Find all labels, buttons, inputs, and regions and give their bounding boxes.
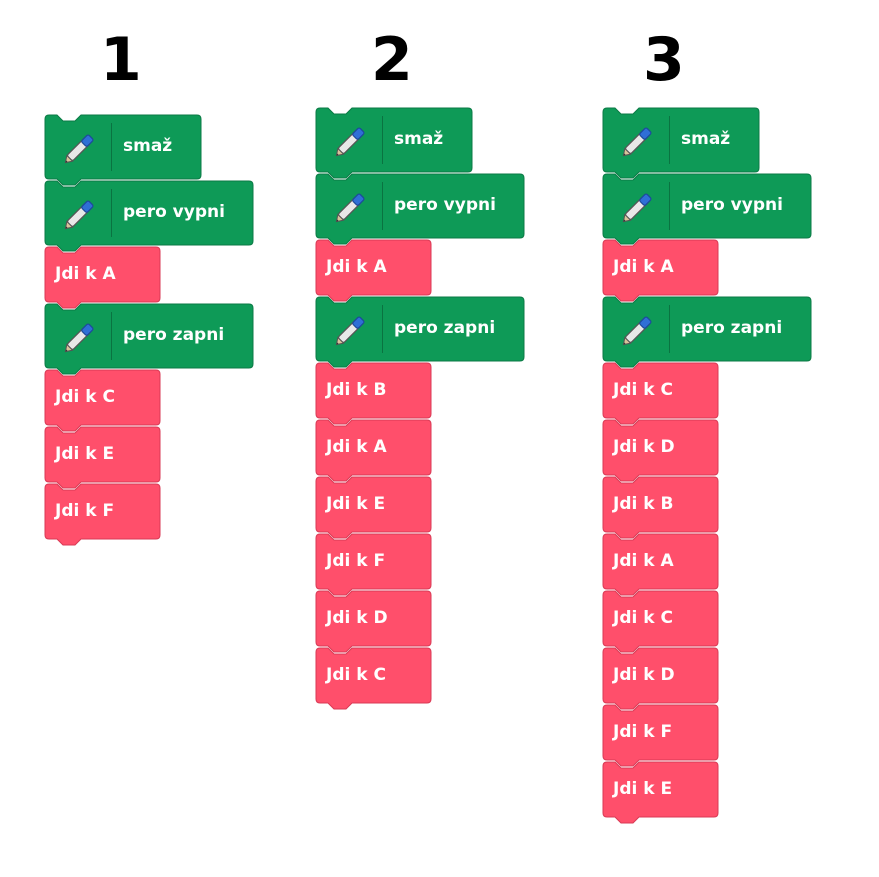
- motion-block-label: Jdi k B: [613, 493, 674, 514]
- motion-block-label: Jdi k F: [613, 721, 673, 742]
- pen-block[interactable]: pero zapni: [315, 296, 525, 368]
- motion-block-label: Jdi k D: [613, 664, 675, 685]
- block-separator: [382, 116, 383, 164]
- column-number-3: 3: [643, 25, 685, 95]
- motion-block[interactable]: Jdi k E: [315, 476, 432, 539]
- motion-block[interactable]: Jdi k F: [315, 533, 432, 596]
- motion-block[interactable]: Jdi k C: [315, 647, 432, 710]
- motion-block-label: Jdi k F: [326, 550, 386, 571]
- motion-block-label: Jdi k A: [613, 256, 674, 277]
- motion-block-label: Jdi k C: [55, 386, 115, 407]
- motion-block[interactable]: Jdi k A: [602, 239, 719, 302]
- motion-block-label: Jdi k A: [326, 256, 387, 277]
- motion-block-label: Jdi k E: [326, 493, 386, 514]
- pen-block[interactable]: pero zapni: [602, 296, 812, 368]
- pen-block-label: pero zapni: [123, 325, 225, 345]
- pen-block-label: smaž: [681, 129, 731, 149]
- motion-block[interactable]: Jdi k C: [602, 362, 719, 425]
- pen-block[interactable]: smaž: [315, 107, 473, 179]
- block-separator: [669, 305, 670, 353]
- motion-block[interactable]: Jdi k F: [44, 483, 161, 546]
- motion-block-label: Jdi k D: [326, 607, 388, 628]
- motion-block-label: Jdi k A: [326, 436, 387, 457]
- pen-block[interactable]: pero vypni: [602, 173, 812, 245]
- motion-block-label: Jdi k A: [55, 263, 116, 284]
- pen-block[interactable]: smaž: [44, 114, 202, 186]
- motion-block-label: Jdi k C: [613, 379, 673, 400]
- motion-block-label: Jdi k C: [613, 607, 673, 628]
- column-number-1: 1: [100, 25, 142, 95]
- motion-block[interactable]: Jdi k A: [602, 533, 719, 596]
- motion-block-label: Jdi k A: [613, 550, 674, 571]
- motion-block[interactable]: Jdi k A: [315, 419, 432, 482]
- motion-block[interactable]: Jdi k A: [44, 246, 161, 309]
- pen-block[interactable]: pero vypni: [44, 180, 254, 252]
- motion-block-label: Jdi k F: [55, 500, 115, 521]
- pen-block[interactable]: pero vypni: [315, 173, 525, 245]
- pen-block-label: pero zapni: [394, 318, 496, 338]
- motion-block[interactable]: Jdi k D: [602, 647, 719, 710]
- motion-block[interactable]: Jdi k C: [602, 590, 719, 653]
- pen-block-label: pero zapni: [681, 318, 783, 338]
- block-separator: [382, 182, 383, 230]
- pen-block-label: smaž: [123, 136, 173, 156]
- motion-block[interactable]: Jdi k E: [602, 761, 719, 824]
- motion-block[interactable]: Jdi k D: [315, 590, 432, 653]
- column-number-2: 2: [371, 25, 413, 95]
- motion-block[interactable]: Jdi k D: [602, 419, 719, 482]
- motion-block[interactable]: Jdi k B: [315, 362, 432, 425]
- motion-block[interactable]: Jdi k C: [44, 369, 161, 432]
- pen-block-label: pero vypni: [394, 195, 496, 215]
- block-separator: [382, 305, 383, 353]
- block-separator: [111, 123, 112, 171]
- block-separator: [111, 312, 112, 360]
- pen-block-label: pero vypni: [681, 195, 783, 215]
- motion-block[interactable]: Jdi k E: [44, 426, 161, 489]
- block-separator: [669, 116, 670, 164]
- block-separator: [111, 189, 112, 237]
- motion-block[interactable]: Jdi k F: [602, 704, 719, 767]
- motion-block-label: Jdi k B: [326, 379, 387, 400]
- pen-block-label: pero vypni: [123, 202, 225, 222]
- block-separator: [669, 182, 670, 230]
- motion-block[interactable]: Jdi k A: [315, 239, 432, 302]
- pen-block-label: smaž: [394, 129, 444, 149]
- motion-block[interactable]: Jdi k B: [602, 476, 719, 539]
- motion-block-label: Jdi k E: [55, 443, 115, 464]
- motion-block-label: Jdi k D: [613, 436, 675, 457]
- motion-block-label: Jdi k E: [613, 778, 673, 799]
- motion-block-label: Jdi k C: [326, 664, 386, 685]
- pen-block[interactable]: pero zapni: [44, 303, 254, 375]
- pen-block[interactable]: smaž: [602, 107, 760, 179]
